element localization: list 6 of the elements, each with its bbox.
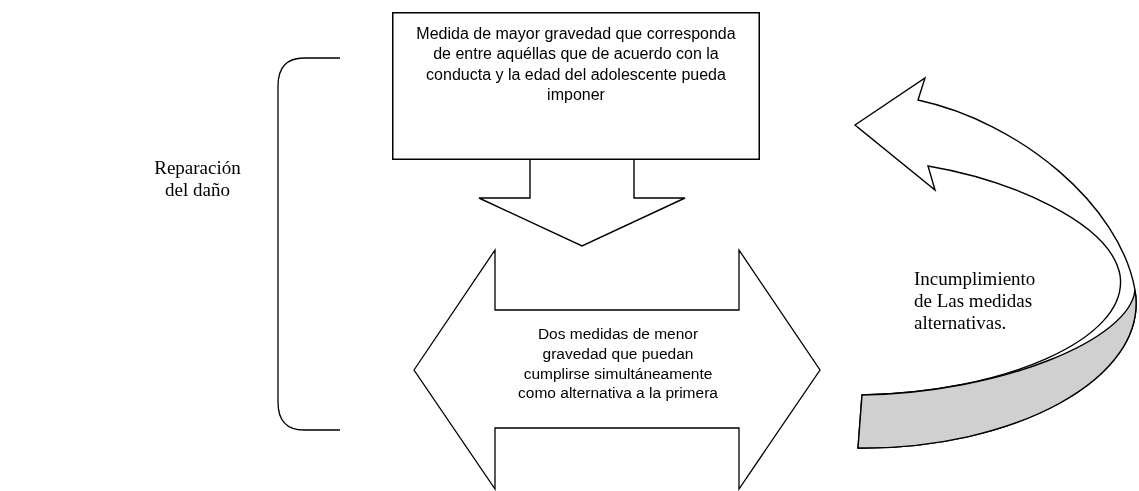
side-label: Reparación del daño <box>153 157 242 202</box>
edge-label: Incumplimiento de Las medidas alternativas. <box>914 268 1037 335</box>
double-arrow-shape <box>414 248 822 490</box>
node-text: Dos medidas de menor gravedad que puedan cumplirse simultáneamente como alternativa a la primera <box>517 324 719 404</box>
process-box <box>392 12 760 160</box>
node-text: Medida de mayor gravedad que corresponda de entre aquéllas que de acuerdo con la conducta y la edad del adolescente pueda imponer <box>415 24 737 106</box>
